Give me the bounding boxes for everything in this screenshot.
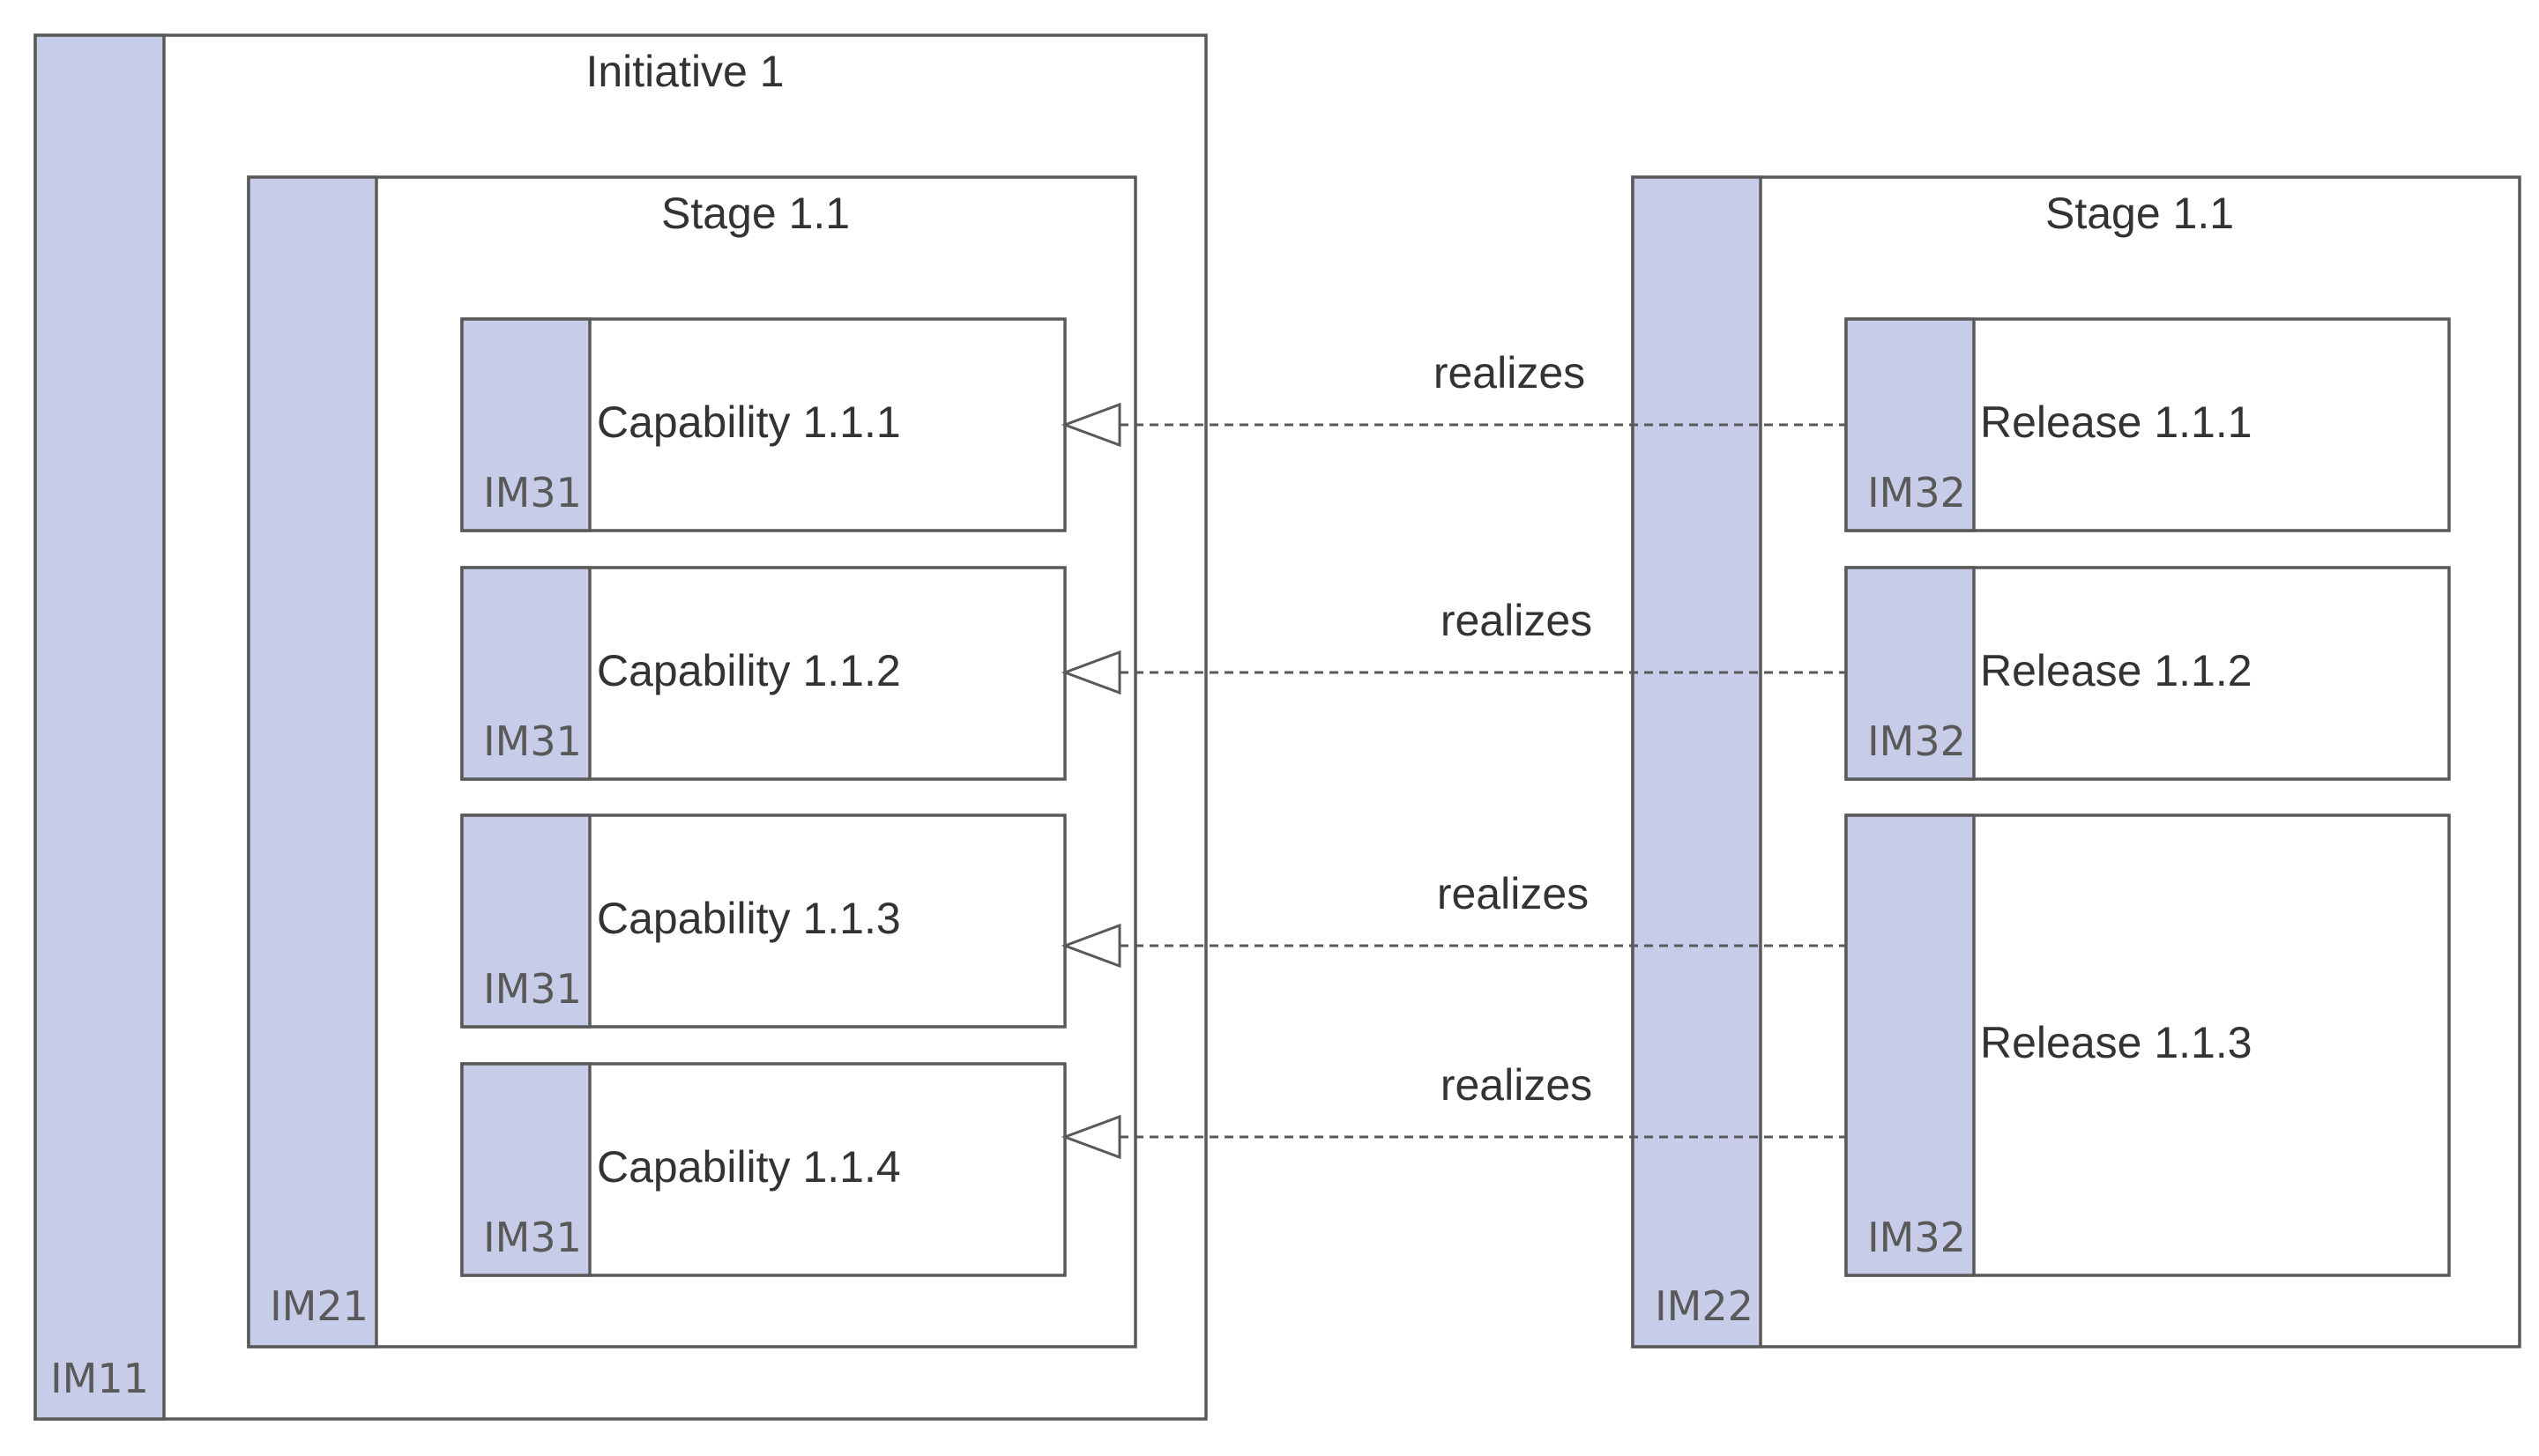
realizes-connector[interactable]: realizes xyxy=(1061,1060,1846,1160)
stage-right-code: IM22 xyxy=(1655,1282,1753,1330)
hollow-arrowhead-icon xyxy=(1061,650,1121,695)
hollow-arrowhead-icon xyxy=(1061,402,1121,448)
relation-label: realizes xyxy=(1441,596,1592,645)
capability-box[interactable]: Capability 1.1.2 IM31 xyxy=(460,566,1067,781)
release-box[interactable]: Release 1.1.1 IM32 xyxy=(1844,317,2451,532)
relation-label: realizes xyxy=(1441,1060,1592,1110)
release-box[interactable]: Release 1.1.3 IM32 xyxy=(1844,813,2451,1277)
stage-right-title: Stage 1.1 xyxy=(2045,189,2234,238)
capability-code: IM31 xyxy=(483,965,582,1013)
capability-band xyxy=(460,317,592,532)
stage-left-band xyxy=(247,175,378,1348)
capability-label: Capability 1.1.1 xyxy=(597,397,901,447)
release-code: IM32 xyxy=(1867,1214,1966,1261)
initiative-code: IM11 xyxy=(50,1355,149,1402)
release-band xyxy=(1844,813,1976,1277)
release-label: Release 1.1.1 xyxy=(1980,397,2252,447)
capability-label: Capability 1.1.3 xyxy=(597,894,901,943)
capability-label: Capability 1.1.2 xyxy=(597,646,901,695)
capability-box[interactable]: Capability 1.1.1 IM31 xyxy=(460,317,1067,532)
hollow-arrowhead-icon xyxy=(1061,1114,1121,1160)
capability-code: IM31 xyxy=(483,1214,582,1261)
capability-band xyxy=(460,813,592,1029)
realizes-connector[interactable]: realizes xyxy=(1061,869,1846,969)
realizes-connector[interactable]: realizes xyxy=(1061,596,1846,695)
capability-code: IM31 xyxy=(483,717,582,765)
capability-band xyxy=(460,1062,592,1277)
release-label: Release 1.1.3 xyxy=(1980,1018,2252,1067)
capability-box[interactable]: Capability 1.1.3 IM31 xyxy=(460,813,1067,1029)
initiative-title: Initiative 1 xyxy=(585,47,784,96)
relation-label: realizes xyxy=(1437,869,1589,918)
capability-label: Capability 1.1.4 xyxy=(597,1142,901,1192)
stage-right-band xyxy=(1631,175,1762,1348)
capability-box[interactable]: Capability 1.1.4 IM31 xyxy=(460,1062,1067,1277)
realizes-connector[interactable]: realizes xyxy=(1061,348,1846,448)
release-label: Release 1.1.2 xyxy=(1980,646,2252,695)
capability-band xyxy=(460,566,592,781)
relation-label: realizes xyxy=(1433,348,1585,397)
release-box[interactable]: Release 1.1.2 IM32 xyxy=(1844,566,2451,781)
release-code: IM32 xyxy=(1867,717,1966,765)
stage-left-title: Stage 1.1 xyxy=(661,189,850,238)
initiative-band xyxy=(34,33,166,1421)
capability-code: IM31 xyxy=(483,469,582,516)
release-code: IM32 xyxy=(1867,469,1966,516)
hollow-arrowhead-icon xyxy=(1061,923,1121,969)
stage-left-code: IM21 xyxy=(270,1282,369,1330)
release-band xyxy=(1844,317,1976,532)
